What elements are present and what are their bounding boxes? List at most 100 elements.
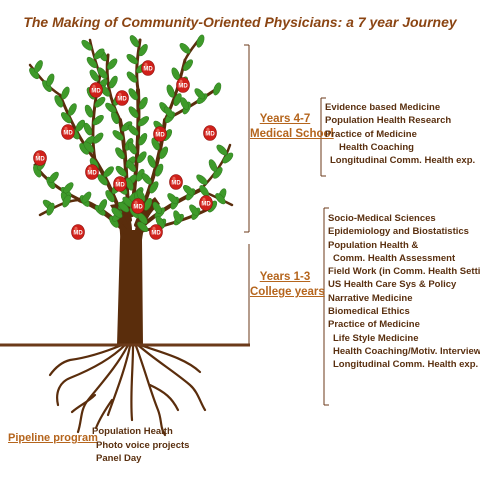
root — [148, 383, 180, 412]
leaf — [196, 34, 205, 48]
leaf — [222, 152, 234, 164]
leaf — [149, 181, 159, 194]
leaf — [75, 119, 86, 132]
college-topics: Socio-Medical Sciences Epidemiology and … — [328, 212, 480, 372]
leaf — [159, 146, 169, 159]
leaf — [128, 88, 138, 101]
leaf — [147, 155, 156, 168]
md-apple: MD — [61, 124, 75, 140]
md-apple: MD — [176, 77, 190, 93]
pipeline-topic: Panel Day — [96, 453, 142, 464]
leaf — [89, 69, 100, 82]
leaf — [128, 106, 139, 119]
apple-label: MD — [63, 131, 73, 137]
pipeline-topic: Photo voice projects — [96, 439, 190, 451]
leaf — [189, 204, 200, 217]
leaf — [141, 173, 152, 185]
apple-label: MD — [143, 67, 153, 73]
leaf — [208, 159, 218, 172]
pipeline-topics: Population Health Photo voice projects P… — [92, 425, 189, 466]
leaf — [183, 59, 193, 71]
leaf — [84, 104, 93, 118]
leaf — [136, 189, 146, 203]
college-topic: US Health Care Sys & Policy — [328, 279, 457, 291]
college-topic: Longitudinal Comm. Health exp. — [333, 359, 479, 371]
leaf — [46, 202, 55, 216]
leaf — [179, 43, 191, 54]
leaf — [86, 56, 98, 69]
md-apple: MD — [131, 198, 145, 214]
md-apple: MD — [149, 224, 163, 240]
leaf — [48, 171, 59, 184]
apple-label: MD — [178, 84, 188, 90]
apple-label: MD — [171, 181, 181, 187]
leaf — [137, 221, 149, 232]
leaf — [129, 35, 140, 48]
trunk — [110, 197, 160, 345]
root — [48, 343, 124, 377]
college-topic: Population Health & — [328, 239, 419, 251]
root — [70, 393, 97, 414]
college-topic: Socio-Medical Sciences — [328, 213, 436, 224]
college-years: Years 1-3 — [259, 271, 311, 283]
leaf — [93, 48, 105, 60]
leaf — [68, 103, 77, 116]
apple-label: MD — [35, 157, 45, 163]
leaf — [183, 185, 194, 196]
college-topic: Narrative Medicine — [328, 292, 413, 304]
apple-label: MD — [91, 89, 101, 95]
diagram-title: The Making of Community-Oriented Physici… — [23, 14, 457, 30]
leaf — [215, 193, 226, 205]
root — [138, 343, 202, 374]
leaf — [167, 193, 178, 205]
md-apple: MD — [33, 150, 47, 166]
leaf — [112, 130, 124, 141]
medical-school-label: Years 4-7 Medical School — [250, 112, 334, 142]
medical-topic: Practice of Medicine — [325, 128, 417, 140]
apple-label: MD — [133, 205, 143, 211]
leaf — [115, 147, 125, 160]
tree-leaves — [29, 34, 234, 232]
leaf — [54, 95, 64, 108]
branch — [135, 38, 142, 92]
apple-label: MD — [87, 171, 97, 177]
medical-topic: Health Coaching — [339, 141, 414, 153]
root — [130, 344, 135, 422]
md-apple: MD — [89, 82, 103, 98]
leaf — [180, 97, 189, 110]
md-apple: MD — [199, 195, 213, 211]
apple-label: MD — [155, 133, 165, 139]
leaf — [92, 132, 104, 144]
leaf — [126, 160, 137, 172]
college-topic: Epidemiology and Biostatistics — [328, 226, 469, 238]
college-topic: Practice of Medicine — [328, 319, 420, 331]
md-apple: MD — [85, 164, 99, 180]
leaf — [152, 201, 162, 214]
leaf — [62, 194, 71, 208]
leaf — [138, 133, 148, 146]
leaf — [92, 114, 104, 126]
md-apple: MD — [141, 60, 155, 76]
medical-topic: Population Health Research — [325, 115, 452, 127]
medical-topic: Evidence based Medicine — [325, 102, 441, 113]
college-name: College years — [250, 286, 325, 298]
leaf — [83, 122, 93, 136]
md-apple: MD — [115, 90, 129, 106]
leaf — [136, 151, 147, 164]
leaf — [194, 88, 205, 100]
leaf — [115, 165, 127, 177]
apple-label: MD — [151, 231, 161, 237]
college-topic: Comm. Health Assessment — [333, 252, 456, 264]
branch — [38, 198, 82, 217]
md-apple: MD — [153, 126, 167, 142]
college-topic: Biomedical Ethics — [328, 306, 410, 318]
leaf — [196, 174, 208, 185]
apple-label: MD — [117, 97, 127, 103]
md-apple: MD — [113, 176, 127, 192]
college-years-label: Years 1-3 College years — [250, 270, 325, 300]
leaf — [97, 67, 108, 79]
leaf — [213, 82, 222, 96]
md-apple: MD — [203, 125, 217, 141]
